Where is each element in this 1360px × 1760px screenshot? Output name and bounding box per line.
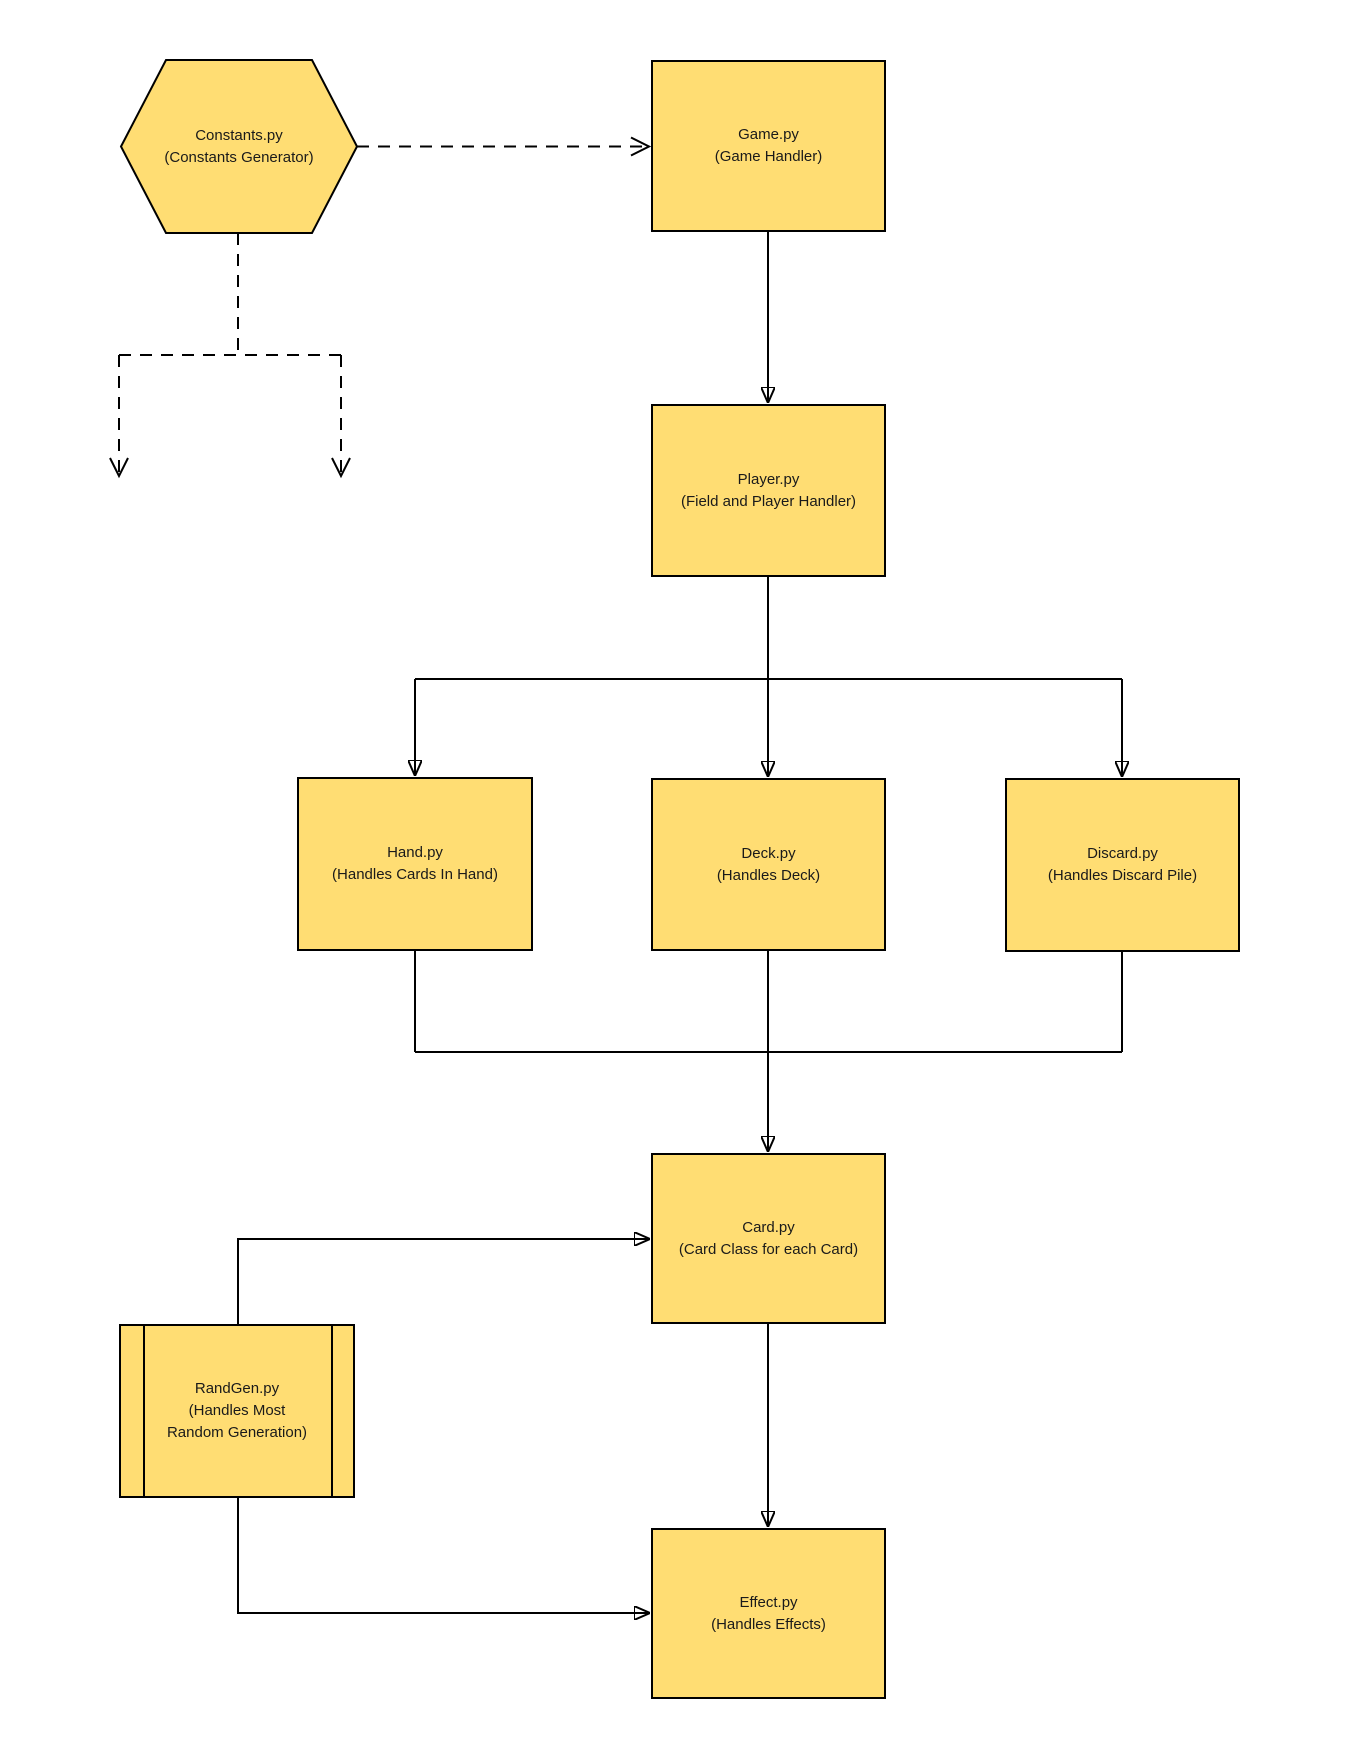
text-line: (Handles Most <box>188 1402 286 1419</box>
node-effect-label: Effect.py (Handles Effects) <box>653 1592 884 1636</box>
node-game-label: Game.py (Game Handler) <box>653 124 884 168</box>
text-line: Constants.py <box>195 126 283 144</box>
text-line: Player.py <box>737 470 800 488</box>
node-player-label: Player.py (Field and Player Handler) <box>653 469 884 513</box>
node-randgen: RandGen.py (Handles Most Random Generati… <box>119 1324 355 1498</box>
text-line: RandGen.py <box>194 1380 280 1397</box>
text-line: (Constants Generator) <box>164 148 314 166</box>
text-line: (Handles Discard Pile) <box>1047 867 1198 884</box>
edge-randgen-card <box>237 1239 649 1324</box>
node-effect: Effect.py (Handles Effects) <box>651 1528 886 1699</box>
text-line: Card.py <box>742 1218 795 1236</box>
text-line: Random Generation) <box>166 1424 308 1441</box>
node-randgen-label: RandGen.py (Handles Most Random Generati… <box>121 1378 353 1444</box>
node-deck-label: Deck.py (Handles Deck) <box>653 843 884 887</box>
node-constants: Constants.py (Constants Generator) <box>121 60 357 233</box>
text-line: (Field and Player Handler) <box>680 492 857 510</box>
text-line: (Card Class for each Card) <box>678 1240 859 1258</box>
node-game: Game.py (Game Handler) <box>651 60 886 232</box>
node-player: Player.py (Field and Player Handler) <box>651 404 886 577</box>
text-line: (Handles Deck) <box>716 866 821 884</box>
text-line: Discard.py <box>1087 845 1158 862</box>
text-line: Hand.py <box>387 844 443 861</box>
node-deck: Deck.py (Handles Deck) <box>651 778 886 951</box>
text-line: (Handles Effects) <box>711 1615 826 1633</box>
edge-randgen-effect <box>237 1498 649 1613</box>
node-discard-label: Discard.py (Handles Discard Pile) <box>1007 843 1238 887</box>
node-card-label: Card.py (Card Class for each Card) <box>653 1217 884 1261</box>
node-card: Card.py (Card Class for each Card) <box>651 1153 886 1324</box>
text-line: Deck.py <box>741 844 796 862</box>
node-hand-label: Hand.py (Handles Cards In Hand) <box>299 842 531 886</box>
text-line: (Game Handler) <box>714 148 823 165</box>
node-hand: Hand.py (Handles Cards In Hand) <box>297 777 533 951</box>
node-discard: Discard.py (Handles Discard Pile) <box>1005 778 1240 952</box>
node-constants-label: Constants.py (Constants Generator) <box>121 125 357 169</box>
text-line: Effect.py <box>739 1593 798 1611</box>
text-line: (Handles Cards In Hand) <box>332 866 498 883</box>
text-line: Game.py <box>738 126 799 143</box>
